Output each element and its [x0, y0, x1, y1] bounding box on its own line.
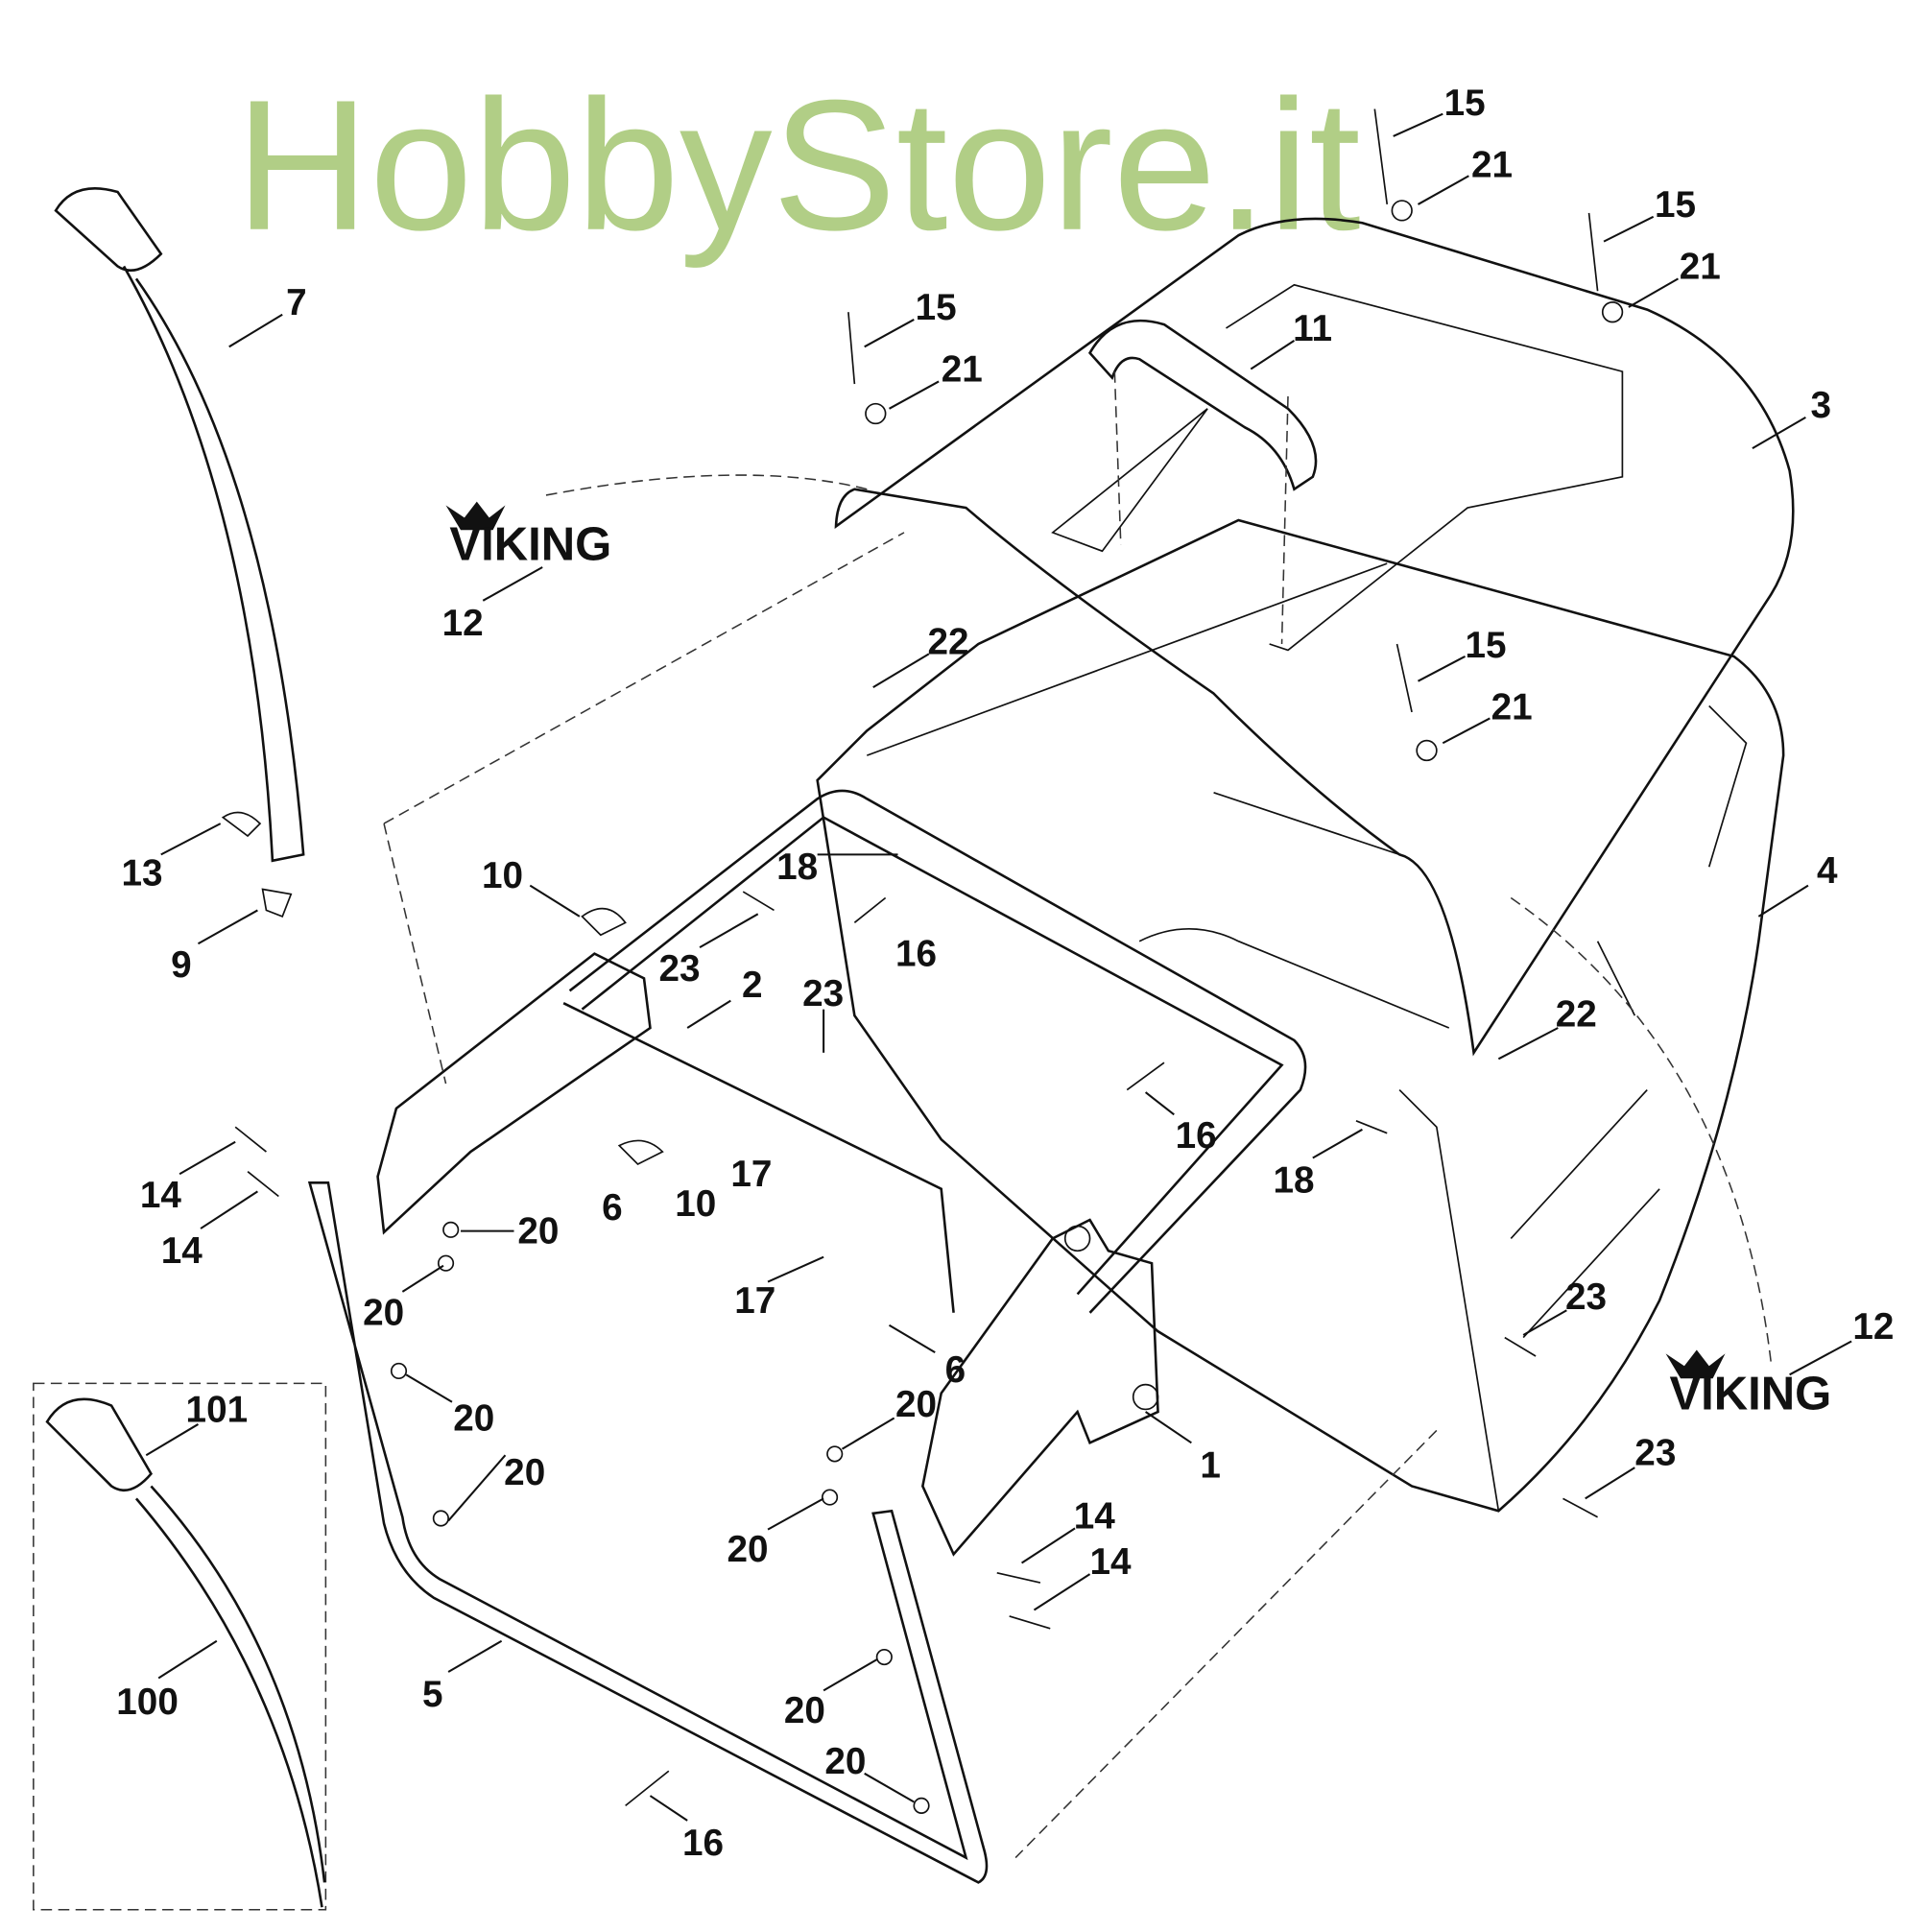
callout: 23	[1565, 1276, 1607, 1318]
callout: 4	[1817, 850, 1838, 892]
callout: 21	[1471, 145, 1513, 186]
callout: 9	[171, 944, 192, 986]
lever-7	[54, 187, 305, 863]
callout: 3	[1811, 385, 1832, 426]
catcher-body-detail	[866, 562, 1500, 1512]
callout: 18	[1274, 1160, 1315, 1202]
side-plate-left	[376, 952, 652, 1235]
callout: 21	[942, 348, 983, 390]
callout: 101	[186, 1389, 249, 1430]
callout: 6	[945, 1349, 966, 1391]
fasteners	[221, 108, 1624, 1814]
callout: 15	[1444, 83, 1486, 124]
lever-100	[45, 1397, 326, 1908]
callout: 20	[895, 1384, 937, 1425]
callout: 20	[784, 1690, 825, 1731]
callout: 14	[161, 1230, 203, 1272]
callout: 15	[1655, 184, 1696, 226]
callout: 5	[422, 1674, 443, 1715]
catcher-ribs	[1510, 704, 1748, 1339]
callout: 15	[916, 287, 957, 328]
callout: 23	[802, 973, 844, 1014]
callout: 17	[734, 1280, 775, 1322]
viking-helmet-icon	[1665, 1349, 1726, 1379]
watermark: HobbyStore.it	[235, 62, 1361, 270]
viking-logo-left: VIKING	[445, 501, 611, 570]
callout: 18	[776, 847, 818, 888]
callout: 22	[927, 621, 968, 662]
viking-helmet-icon	[445, 501, 506, 531]
plate-hole	[1132, 1383, 1159, 1411]
cover-handle-recess	[1051, 408, 1208, 553]
callout: 7	[286, 282, 307, 323]
callout: 14	[1074, 1495, 1116, 1537]
catcher-cover	[834, 217, 1795, 1057]
callout: 14	[140, 1175, 182, 1216]
callout: 21	[1680, 246, 1721, 287]
callout: 21	[1491, 687, 1533, 728]
assembly-lines	[383, 371, 1773, 1859]
callout: 100	[116, 1682, 179, 1723]
leader-lines	[145, 112, 1852, 1822]
callout: 20	[727, 1529, 768, 1570]
callout: 13	[121, 853, 162, 894]
callout: 17	[730, 1154, 772, 1195]
callout: 1	[1200, 1444, 1221, 1486]
callout-labels: 15 21 15 21 15 21 11 3 12 22 15 21 7 13 …	[116, 83, 1894, 1864]
handle-bar-5	[307, 1181, 989, 1884]
callout: 10	[482, 855, 523, 896]
callout: 10	[675, 1183, 716, 1225]
callout: 20	[517, 1211, 559, 1252]
callout: 11	[1293, 308, 1332, 349]
callout: 16	[1176, 1115, 1217, 1157]
cover-panel-outline	[1226, 283, 1624, 652]
callout: 20	[363, 1293, 404, 1334]
callout: 6	[602, 1187, 623, 1228]
catcher-body	[816, 518, 1785, 1513]
plate-hole	[1063, 1225, 1091, 1252]
side-plate-1	[920, 1218, 1159, 1557]
callout: 15	[1466, 625, 1507, 666]
alternative-parts-box	[33, 1382, 327, 1911]
frame-2	[562, 789, 1307, 1314]
callout: 12	[1852, 1306, 1894, 1348]
callout: 20	[504, 1452, 545, 1493]
callout: 12	[442, 603, 484, 644]
callout: 20	[824, 1741, 866, 1782]
callout: 20	[453, 1397, 494, 1439]
callout: 23	[658, 948, 700, 990]
logo-text: VIKING	[449, 518, 611, 570]
handle-11	[1087, 319, 1318, 491]
callout: 2	[742, 965, 763, 1006]
viking-logo-right: VIKING	[1665, 1349, 1831, 1419]
callout: 16	[682, 1823, 724, 1864]
callout: 14	[1090, 1541, 1133, 1583]
logo-text: VIKING	[1669, 1368, 1831, 1419]
callout: 16	[895, 934, 937, 975]
callout: 22	[1556, 994, 1597, 1036]
callout: 23	[1634, 1433, 1676, 1474]
